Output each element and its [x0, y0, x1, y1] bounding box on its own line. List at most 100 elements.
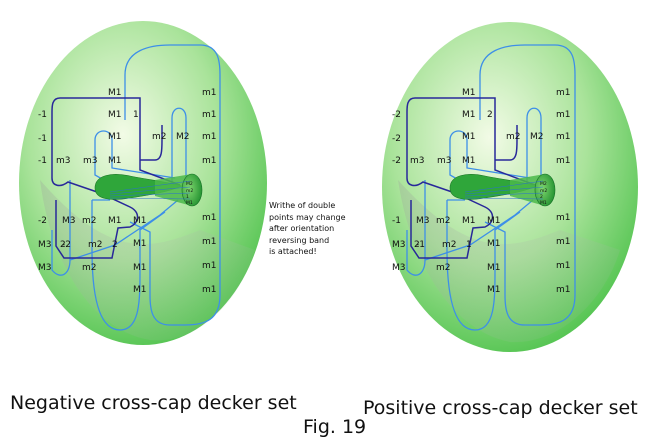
- row-label: m2: [82, 263, 97, 273]
- positive-caption: Positive cross-cap decker set: [363, 397, 638, 419]
- tube-label: 1: [186, 194, 189, 200]
- right-column-label: m1: [556, 213, 571, 223]
- row-label: m3: [83, 156, 98, 166]
- lower-label: M1: [487, 285, 501, 295]
- negative-shadow-region: [40, 180, 255, 341]
- row-label: m3: [56, 156, 71, 166]
- row-label: M1: [108, 110, 122, 120]
- right-column-label: m1: [556, 110, 571, 120]
- row-label: m3: [437, 156, 452, 166]
- lower-label: M1: [133, 239, 147, 249]
- right-column-label: m1: [556, 261, 571, 271]
- note-line: points may change: [269, 212, 346, 222]
- right-column-label: m1: [556, 132, 571, 142]
- right-column-label: m1: [202, 261, 217, 271]
- right-column-label: m1: [556, 88, 571, 98]
- row-label: m2: [436, 263, 451, 273]
- left-column-label: -1: [38, 156, 47, 166]
- lower-label: M1: [133, 216, 147, 226]
- row-label: 1: [133, 110, 139, 120]
- row-label: M1: [462, 132, 476, 142]
- negative-caption: Negative cross-cap decker set: [10, 392, 297, 414]
- row-label: M2: [176, 132, 190, 142]
- row-label: M1: [108, 88, 122, 98]
- lower-label: M1: [133, 285, 147, 295]
- row-label: 2: [112, 240, 118, 250]
- right-column-label: m1: [202, 213, 217, 223]
- note-line: after orientation: [269, 224, 335, 233]
- row-label: M1: [462, 110, 476, 120]
- negative-tube-end: [181, 173, 203, 207]
- row-label: M2: [530, 132, 544, 142]
- row-label: m2: [88, 240, 103, 250]
- tube-label: M2: [186, 181, 193, 187]
- row-label: 1: [466, 240, 472, 250]
- negative-light-curves: [51, 44, 221, 331]
- left-column-label: -1: [38, 110, 47, 120]
- row-label: -2: [62, 240, 71, 250]
- note-line: is attached!: [269, 247, 317, 256]
- row-label: M1: [108, 216, 122, 226]
- positive-shadow-region: [398, 180, 620, 343]
- row-label: M1: [462, 156, 476, 166]
- row-label: m2: [442, 240, 457, 250]
- positive-tube-strands: [464, 180, 544, 200]
- negative-tube-strands: [109, 180, 191, 200]
- left-column-label: M3: [38, 263, 52, 273]
- left-column-label: -2: [38, 216, 47, 226]
- right-column-label: m1: [556, 156, 571, 166]
- left-column-label: -1: [392, 216, 401, 226]
- left-column-label: -2: [392, 134, 401, 144]
- note-line: reversing band: [269, 235, 330, 245]
- right-column-label: m1: [202, 110, 217, 120]
- row-label: M3: [416, 216, 430, 226]
- right-column-label: m1: [556, 237, 571, 247]
- tube-label: M1: [186, 200, 193, 206]
- right-column-label: m1: [202, 285, 217, 295]
- left-column-label: -2: [392, 110, 401, 120]
- left-column-label: M3: [38, 240, 52, 250]
- writhe-note: Writhe of double points may change after o…: [269, 200, 346, 258]
- right-column-label: m1: [202, 237, 217, 247]
- row-label: m2: [436, 216, 451, 226]
- row-label: M1: [108, 156, 122, 166]
- left-column-label: M3: [392, 263, 406, 273]
- row-label: 2: [487, 110, 493, 120]
- row-label: 2: [414, 240, 420, 250]
- row-label: M1: [462, 88, 476, 98]
- positive-tube-end: [534, 173, 556, 207]
- left-column-label: -1: [38, 134, 47, 144]
- row-label: -1: [416, 240, 425, 250]
- lower-label: M1: [133, 263, 147, 273]
- row-label: M1: [462, 216, 476, 226]
- row-label: m2: [82, 216, 97, 226]
- row-label: m2: [152, 132, 167, 142]
- right-column-label: m1: [202, 132, 217, 142]
- tube-label: 2: [540, 194, 543, 200]
- tube-label: M2: [540, 181, 547, 187]
- lower-label: M1: [487, 263, 501, 273]
- row-label: 2: [60, 240, 66, 250]
- row-label: m2: [506, 132, 521, 142]
- row-label: m3: [410, 156, 425, 166]
- tube-label: M1: [540, 200, 547, 206]
- lower-label: M1: [487, 239, 501, 249]
- positive-light-curves: [406, 44, 576, 331]
- tube-label: m2: [186, 188, 193, 194]
- tube-label: m2: [540, 188, 547, 194]
- row-label: M1: [108, 132, 122, 142]
- note-line: Writhe of double: [269, 201, 336, 210]
- left-column-label: -2: [392, 156, 401, 166]
- right-column-label: m1: [202, 88, 217, 98]
- right-column-label: m1: [202, 156, 217, 166]
- lower-label: M1: [487, 216, 501, 226]
- right-column-label: m1: [556, 285, 571, 295]
- figure-number: Fig. 19: [303, 416, 367, 438]
